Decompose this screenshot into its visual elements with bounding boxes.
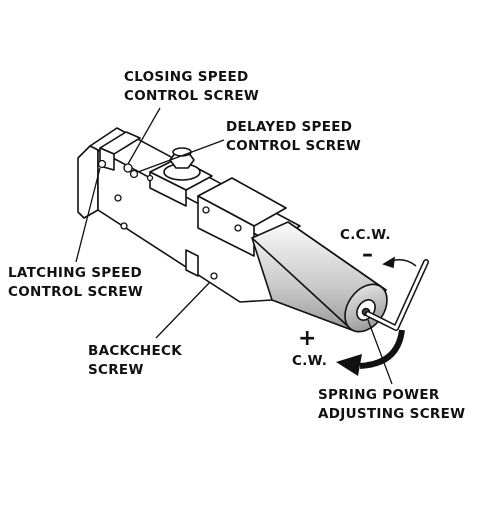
saddle-front bbox=[149, 171, 187, 207]
latching-speed-label: LATCHING SPEED CONTROL SCREW bbox=[8, 265, 144, 300]
front-slot bbox=[185, 249, 199, 277]
leader-lines bbox=[75, 107, 393, 385]
backcheck-screw bbox=[210, 272, 218, 280]
cw-label: C.W. bbox=[292, 353, 328, 369]
closing-speed-screw bbox=[123, 163, 133, 173]
ccw-arrow-icon bbox=[382, 256, 417, 269]
leader-latching bbox=[75, 167, 101, 263]
minus-sign: – bbox=[362, 242, 374, 267]
leader-backcheck bbox=[155, 281, 211, 339]
leader-delayed bbox=[137, 139, 225, 173]
closer-body bbox=[77, 127, 301, 303]
pinion-top bbox=[172, 147, 192, 157]
spring-power-label: SPRING POWER ADJUSTING SCREW bbox=[318, 387, 466, 422]
block-end-face bbox=[77, 145, 99, 219]
spring-cylinder bbox=[251, 221, 388, 333]
cw-arrow-icon bbox=[336, 329, 405, 376]
backcheck-label: BACKCHECK SCREW bbox=[88, 343, 182, 378]
screw-holes bbox=[97, 159, 242, 280]
latching-speed-screw bbox=[97, 159, 107, 169]
leader-closing bbox=[127, 107, 161, 165]
right-block-front bbox=[197, 195, 255, 257]
plus-sign: + bbox=[298, 326, 317, 351]
delayed-speed-label: DELAYED SPEED CONTROL SCREW bbox=[226, 119, 362, 154]
delayed-speed-screw bbox=[129, 169, 139, 179]
leader-spring bbox=[367, 319, 393, 385]
ccw-label: C.C.W. bbox=[340, 227, 391, 243]
closing-speed-label: CLOSING SPEED CONTROL SCREW bbox=[124, 69, 260, 104]
